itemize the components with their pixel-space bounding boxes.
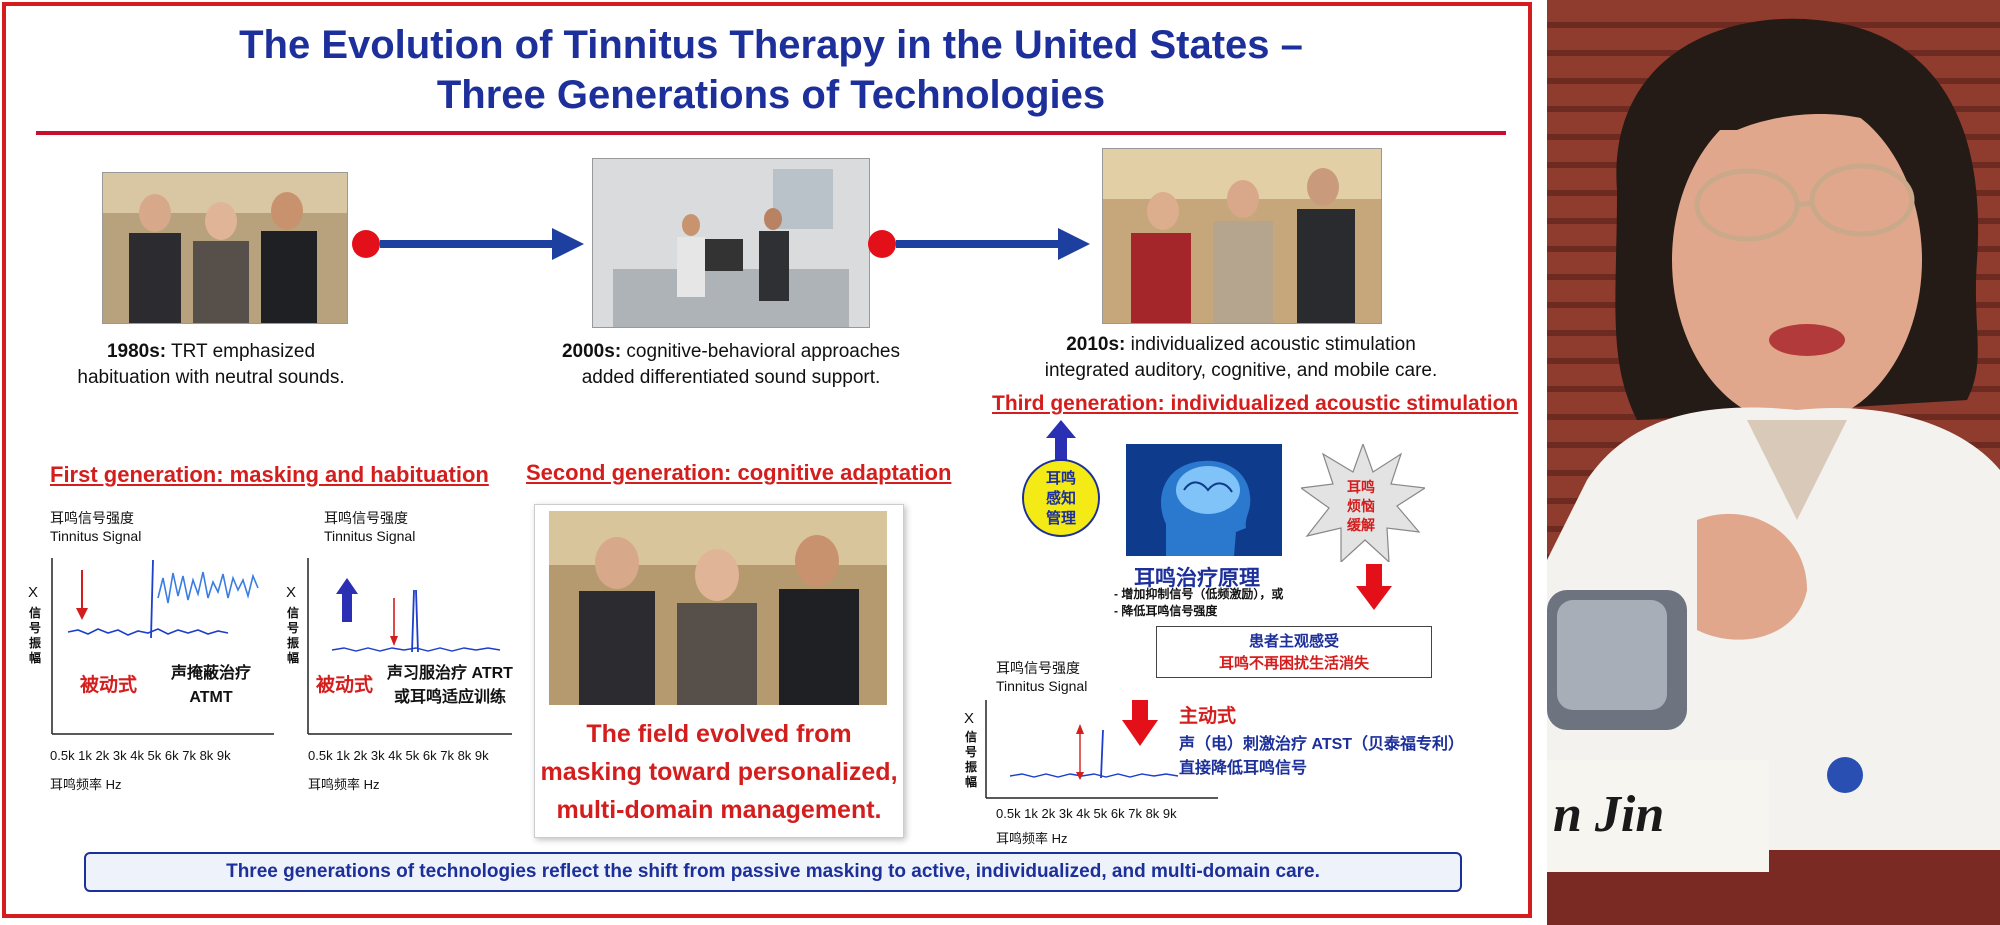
brain-illustration xyxy=(1126,444,1282,556)
title-underline xyxy=(36,131,1506,135)
gen3-heading: Third generation: individualized acousti… xyxy=(992,392,1519,415)
gen3-plot-xlabel: 耳鸣频率 Hz xyxy=(996,831,1068,846)
gen1-plot1-ylabel: 耳鸣信号强度 Tinnitus Signal xyxy=(50,510,142,544)
starburst-icon xyxy=(1301,444,1425,562)
gen3-plot-therapy: 声（电）刺激治疗 ATST（贝泰福专利） 直接降低耳鸣信号 xyxy=(1179,736,1465,777)
name-plate: n Jin xyxy=(1547,760,1769,872)
slide-title: The Evolution of Tinnitus Therapy in the… xyxy=(239,23,1303,117)
therapy-principle-notes: - 增加抑制信号（低频激励），或 - 降低耳鸣信号强度 xyxy=(1114,587,1284,618)
gen1-plot2-ticks: 0.5k 1k 2k 3k 4k 5k 6k 7k 8k 9k xyxy=(308,748,489,763)
gen2-photo xyxy=(549,511,887,705)
gen3-plot-vertical-label: 信号振幅 xyxy=(964,730,977,789)
gen1-plot1-ticks: 0.5k 1k 2k 3k 4k 5k 6k 7k 8k 9k xyxy=(50,748,231,763)
therapy-principle-title: 耳鸣治疗原理 xyxy=(1134,567,1260,590)
gen1-plot2-ylabel: 耳鸣信号强度 Tinnitus Signal xyxy=(324,510,416,544)
gen1-plot2-xlabel: 耳鸣频率 Hz xyxy=(308,777,380,792)
gen1-plot1-graph xyxy=(51,558,274,735)
gen1-plot2-mode: 被动式 xyxy=(316,675,374,696)
caption-1980s: 1980s: TRT emphasized habituation with n… xyxy=(77,341,345,388)
gen3-plot-axis-letter: X xyxy=(964,710,975,727)
gen1-heading: First generation: masking and habituatio… xyxy=(50,462,489,487)
gen3-plot-ylabel: 耳鸣信号强度 Tinnitus Signal xyxy=(996,660,1088,694)
gen1-plot1-mode: 被动式 xyxy=(80,675,138,696)
timeline-arrow-2 xyxy=(868,228,1090,260)
gen1-plot2-graph xyxy=(307,558,512,735)
infographic-slide: The Evolution of Tinnitus Therapy in the… xyxy=(2,2,1532,918)
gen1-plot2-axis-letter: X xyxy=(286,584,297,601)
gen2-heading: Second generation: cognitive adaptation xyxy=(526,460,952,485)
gen3-plot-mode: 主动式 xyxy=(1179,706,1237,727)
gen1-plot2-therapy: 声习服治疗 ATRT 或耳鸣适应训练 xyxy=(387,665,513,706)
down-arrow-icon xyxy=(1356,564,1392,610)
photo-1980s xyxy=(102,172,348,324)
distress-relief-label: 耳鸣 烦恼 缓解 xyxy=(1347,479,1375,533)
summary-banner: Three generations of technologies reflec… xyxy=(84,852,1462,892)
perception-management-badge: 耳鸣 感知 管理 xyxy=(1022,459,1100,537)
gen2-insight-card: The field evolved from masking toward pe… xyxy=(534,504,904,838)
photo-2010s xyxy=(1102,148,1382,324)
gen1-plot2-vertical-label: 信号振幅 xyxy=(286,606,299,665)
up-arrow-icon xyxy=(1046,420,1076,460)
gen3-plot-graph xyxy=(985,700,1218,799)
patient-outcome-box: 患者主观感受 耳鸣不再困扰生活消失 xyxy=(1156,626,1432,678)
caption-2000s: 2000s: cognitive-behavioral approaches a… xyxy=(561,341,900,388)
gen3-plot-ticks: 0.5k 1k 2k 3k 4k 5k 6k 7k 8k 9k xyxy=(996,806,1177,821)
gen1-plot1-vertical-label: 信号振幅 xyxy=(28,606,41,665)
timeline-arrow-1 xyxy=(352,228,584,260)
gen1-plot1-therapy: 声掩蔽治疗 ATMT xyxy=(170,665,251,706)
photo-2000s xyxy=(592,158,870,328)
gen1-plot1-axis-letter: X xyxy=(28,584,39,601)
gen1-plot1-xlabel: 耳鸣频率 Hz xyxy=(50,777,122,792)
caption-2010s: 2010s: individualized acoustic stimulati… xyxy=(1044,334,1438,381)
gen2-insight-text: The field evolved from masking toward pe… xyxy=(540,720,898,824)
